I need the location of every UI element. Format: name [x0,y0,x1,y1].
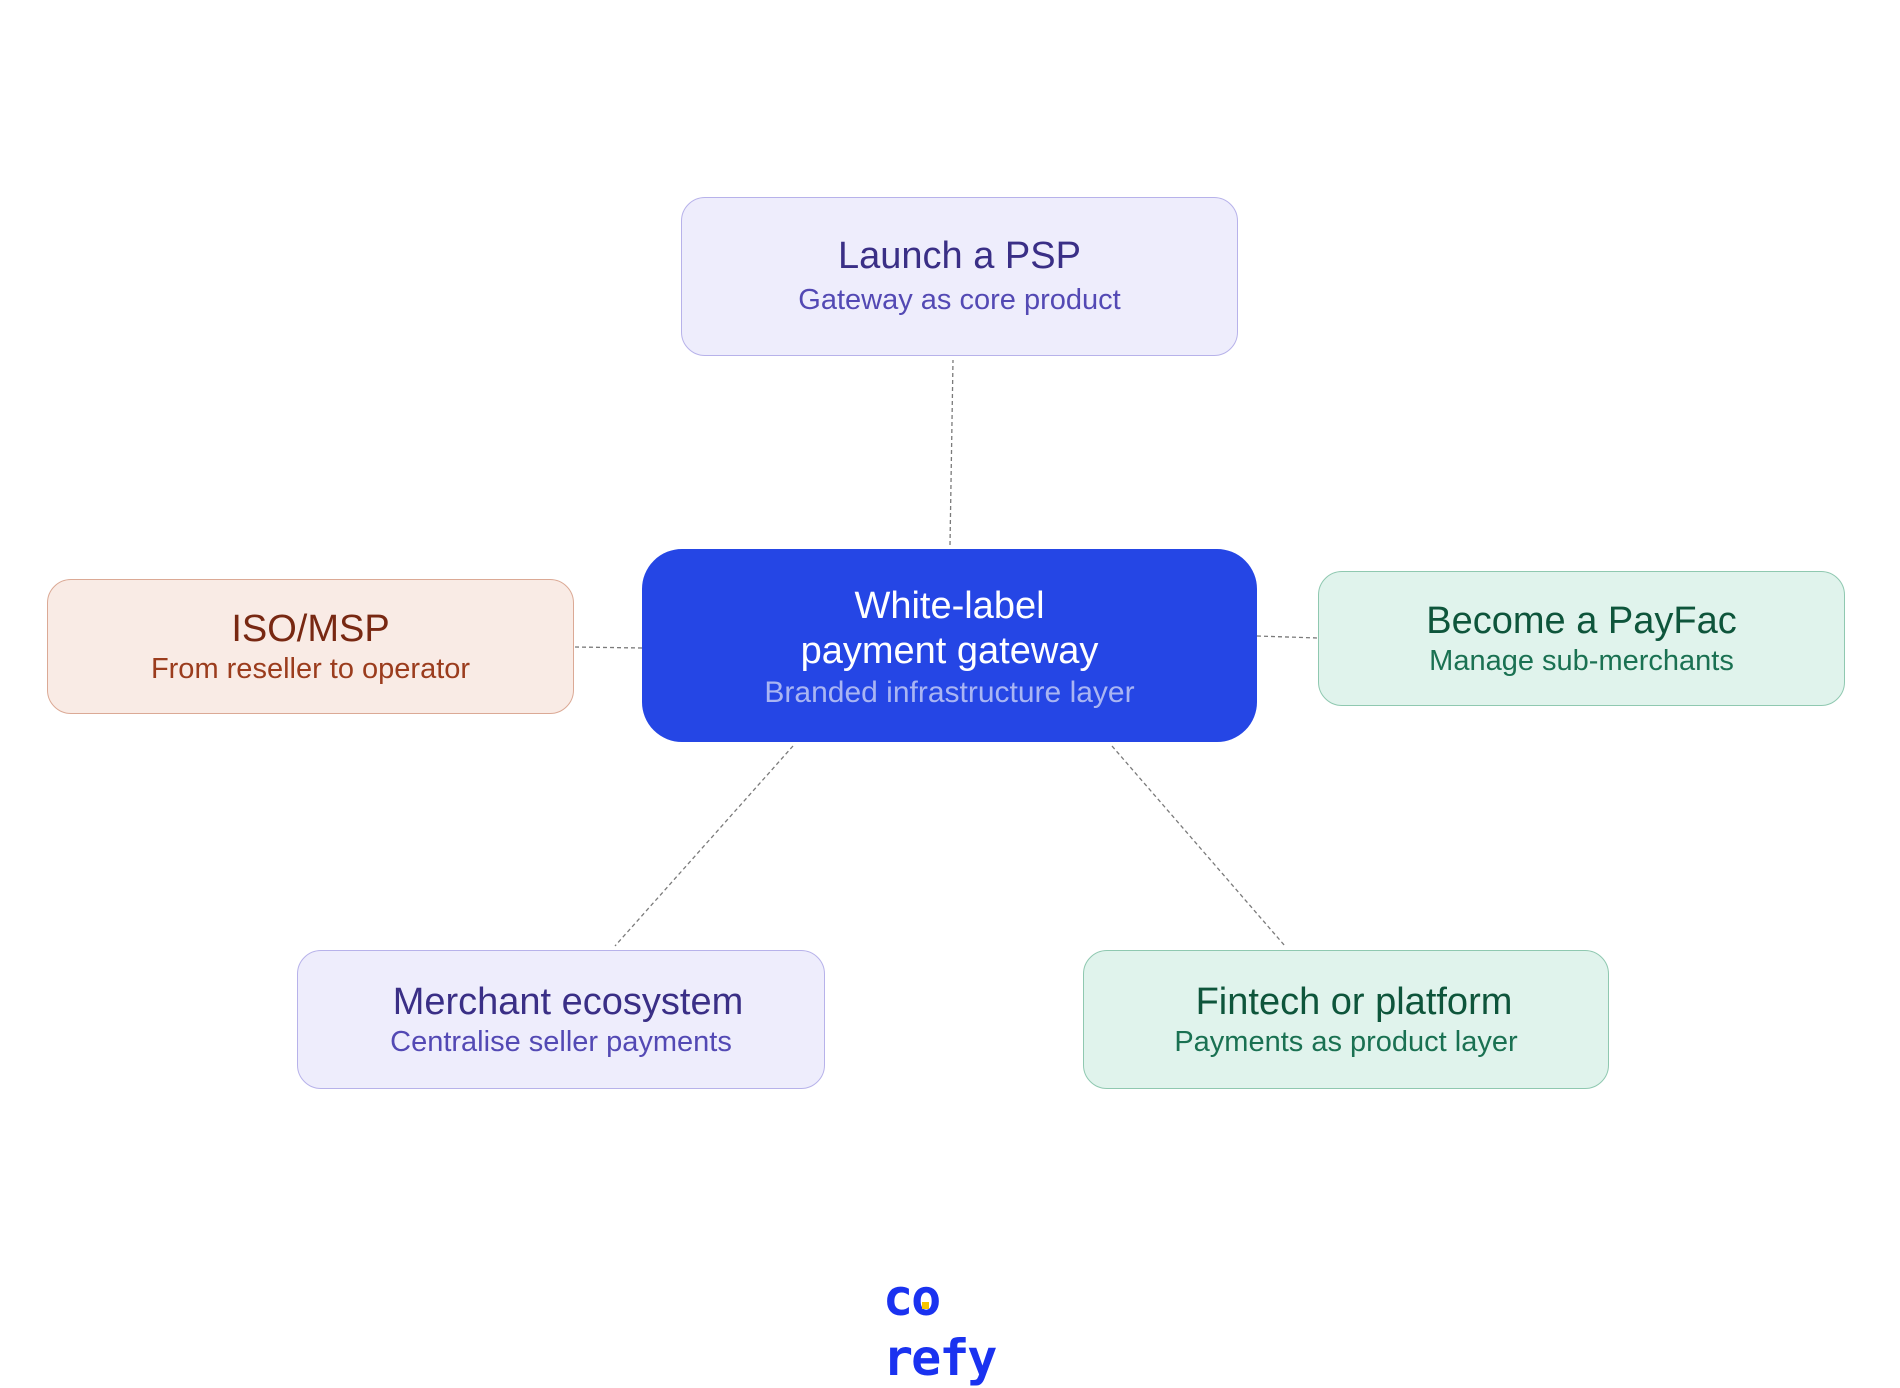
node-launch-psp: Launch a PSP Gateway as core product [681,197,1238,356]
connector-center-merchant [614,745,794,947]
node-subtitle: Gateway as core product [798,283,1121,316]
node-subtitle: Centralise seller payments [390,1025,732,1058]
node-title: Merchant ecosystem [392,980,744,1023]
center-title-line1: White-label [854,584,1045,627]
connector-center-payfac [1256,635,1319,639]
node-title: Launch a PSP [838,234,1081,277]
connector-center-psp [949,359,954,546]
node-become-payfac: Become a PayFac Manage sub-merchants [1318,571,1845,706]
center-title-line2: payment gateway [800,629,1099,672]
logo-text-end: refy [883,1329,997,1387]
node-merchant-ecosystem: Merchant ecosystem Centralise seller pay… [297,950,825,1089]
node-subtitle: Payments as product layer [1174,1025,1518,1058]
logo-text-o: o [911,1269,941,1327]
logo-accent-dot-icon [922,1301,930,1309]
node-subtitle: From reseller to operator [150,652,471,685]
node-title: ISO/MSP [231,607,390,650]
connectors [574,359,1319,947]
node-fintech-platform: Fintech or platform Payments as product … [1083,950,1609,1089]
logo-o: o [911,1268,941,1328]
connector-center-iso [574,646,643,649]
node-iso-msp: ISO/MSP From reseller to operator [47,579,574,714]
logo-text-start: c [883,1269,913,1327]
node-white-label-gateway: White-label payment gateway Branded infr… [642,549,1257,742]
node-subtitle: Manage sub-merchants [1429,644,1734,677]
node-title: Fintech or platform [1195,980,1513,1023]
center-subtitle: Branded infrastructure layer [764,675,1135,709]
node-title: Become a PayFac [1426,599,1737,642]
connector-center-fintech [1111,745,1286,947]
